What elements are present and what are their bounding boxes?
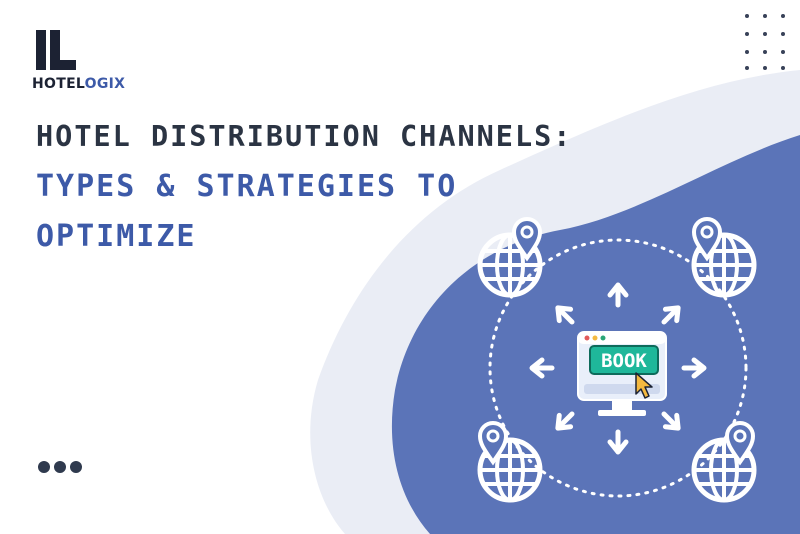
title-line-1: HOTEL DISTRIBUTION CHANNELS: xyxy=(36,120,573,153)
pager-dot xyxy=(38,461,50,473)
arrow-icon xyxy=(658,302,683,327)
arrow-icon xyxy=(552,302,577,327)
arrow-icon xyxy=(658,408,683,433)
arrow-icon xyxy=(610,432,626,452)
book-button[interactable]: BOOK xyxy=(589,345,659,375)
logo-text-part1: HOTEL xyxy=(32,76,85,92)
title-line-2: TYPES & STRATEGIES TO xyxy=(36,169,458,204)
hotelogix-logo[interactable]: HOTELOGIX xyxy=(32,30,125,92)
page-title: HOTEL DISTRIBUTION CHANNELS: TYPES & STR… xyxy=(36,112,572,262)
orbit-dotted-ring xyxy=(488,238,748,498)
cursor-icon xyxy=(635,372,653,399)
pager-dot xyxy=(54,461,66,473)
arrow-icon xyxy=(684,360,704,376)
pager-dot xyxy=(70,461,82,473)
title-line-3: OPTIMIZE xyxy=(36,219,197,254)
logo-wordmark: HOTELOGIX xyxy=(32,76,125,92)
logo-bar xyxy=(50,60,76,70)
decorative-dot-grid xyxy=(741,10,789,70)
arrow-icon xyxy=(532,360,552,376)
pager-dots xyxy=(38,458,86,477)
logo-text-part2: OGIX xyxy=(84,76,126,92)
arrow-icon xyxy=(552,408,577,433)
book-button-label: BOOK xyxy=(601,350,647,372)
logo-bar xyxy=(50,30,60,70)
arrow-icon xyxy=(610,285,626,305)
logo-bar xyxy=(36,30,46,70)
